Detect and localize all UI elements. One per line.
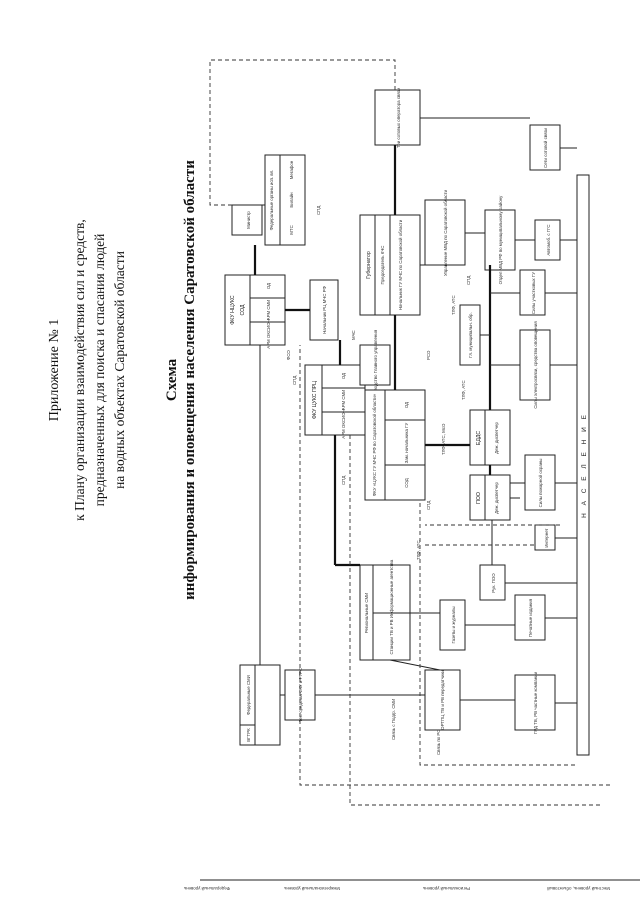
- bilain-label: Билайн: [289, 192, 294, 208]
- sod2-label: СОД: [404, 478, 409, 487]
- tv-stations-label: Станции ТВ и РВ: [389, 619, 394, 654]
- line-label-radio: Связь по РС: [436, 730, 441, 755]
- news-agencies-label: Информационные агентства: [389, 559, 394, 618]
- scheme-title: Схема: [164, 358, 180, 401]
- vgtrk-label: ВГТРК: [246, 728, 251, 742]
- dep-gu-label: Зам. начальника ГУ: [404, 422, 409, 463]
- line-label-spd2: СПД: [292, 376, 297, 385]
- tech-means-label: Тех. средства ФКУ в РТРС: [298, 668, 303, 722]
- reg-media-label: Региональные СМИ: [364, 593, 369, 634]
- line-label-mchs: МЧС: [351, 330, 356, 340]
- arm-smi-label: АРМ СМИ: [266, 300, 271, 321]
- line-label-tlf-ats-mso: ТЛФ, АТС, МсО: [441, 423, 446, 455]
- poo-label: ПОО: [476, 492, 482, 504]
- gu-leadership-label: Руководство Главного управления: [373, 329, 378, 400]
- arm-smi2-label: АРМ СМИ: [341, 390, 346, 411]
- fed-services-label: Федеральные органы исп. вл.: [269, 170, 274, 231]
- fed-smi-label: Федеральные СМИ: [246, 675, 251, 715]
- level-regional: Региональный уровень: [422, 886, 470, 891]
- appendix-line-2: предназначенных для поиска и спасания лю…: [92, 234, 107, 507]
- appendix-number: Приложение № 1: [47, 319, 62, 422]
- fku-ncums-label: ФКУ НЦУКС: [230, 295, 236, 325]
- line-label-tlf3: ТЛФ, АТС: [461, 380, 466, 400]
- line-label-spd4: СПД: [341, 476, 346, 485]
- level-interregional: Межрегиональный уровень: [283, 886, 340, 891]
- population-bar: [576, 174, 590, 756]
- od-top-label: ОД: [266, 283, 271, 289]
- mvd-otdel-label: Отдел МВД РФ по муниципальному району: [498, 195, 503, 284]
- scheme-subtitle: информирования и оповещения населения Са…: [182, 160, 198, 600]
- fed-services-box: [264, 154, 306, 246]
- diagram: Местный уровень, объектовый Региональный…: [183, 59, 640, 891]
- line-label-spd-r: СПД: [466, 276, 471, 285]
- poo-head-label: Рук. ПОО: [491, 573, 496, 593]
- fku-cuks-gu-label: ФКУ «ЦУКС ГУ МЧС РФ по Саратовской облас…: [372, 393, 377, 496]
- level-municipal: Местный уровень, объектовый: [547, 886, 610, 891]
- mun-head-label: Гл. муниципальн. обр.: [468, 312, 473, 357]
- megafon-label: Мегафон: [289, 160, 294, 179]
- edds-label: ЕДДС: [476, 431, 482, 445]
- line-label-spd3: СПД: [426, 501, 431, 510]
- line-label-rso: РСО: [426, 350, 431, 360]
- fire-forces-label: Силы пожарной охраны: [538, 459, 543, 508]
- print-label: Печатные издания: [528, 598, 533, 637]
- kchs-chair-label: Председатель КЧС: [380, 246, 385, 285]
- arm-oksion2-label: АРМ ОКСИОН: [341, 409, 346, 439]
- connections: [209, 59, 610, 806]
- orttc-label: ОРТПЦ ТВ и РВ передатчики: [440, 670, 445, 730]
- rc-chief-label: Начальник РЦ МЧС РФ: [322, 286, 327, 334]
- governor-label: Губернатор: [366, 251, 372, 279]
- line-label-spd1: СПД: [316, 206, 321, 215]
- poo-dispatcher-label: Деж. диспетчер: [494, 482, 499, 514]
- newspapers-label: Газеты и журналы: [451, 607, 456, 644]
- edds-dispatcher-label: Деж. диспетчер: [494, 422, 499, 454]
- level-federal: Федеральный уровень: [183, 886, 230, 891]
- cell-operators-label: Три сотовых оператора связи: [396, 87, 401, 148]
- appendix-line-3: на водных объектах Саратовской области: [112, 251, 127, 489]
- mts-label: МТС: [289, 225, 294, 235]
- sod-top-label: СОД: [240, 304, 246, 316]
- gpd-label: ГРД ТВ, РВ частные компании: [533, 671, 538, 734]
- od-rc-label: ОД: [341, 373, 346, 379]
- cell-networks-label: Сети сотовой связи: [543, 128, 548, 168]
- auto-ggs-label: Автомоб. с ГГС: [546, 224, 551, 255]
- mvd-upr-label: Управление МВД по Саратовской области: [443, 189, 448, 276]
- gu-chief-label: Начальник ГУ МЧС по Саратовской области: [398, 219, 403, 310]
- gu-leadership-box: [359, 344, 391, 386]
- minister-label: Министр: [246, 211, 251, 229]
- precinct-forces-label: Силы участковых ГУ: [531, 272, 536, 314]
- arm-oksion-label: АРМ ОКСИОН: [266, 319, 271, 349]
- population-label: Н А С Е Л Е Н И Е: [581, 412, 588, 518]
- telecom-forces-label: Силы электросвязи, средства оповещения: [533, 321, 538, 409]
- line-label-fso: ФСО: [286, 350, 291, 360]
- internet-label: Интернет: [544, 528, 549, 547]
- line-label-tlf2: ТЛФ, АТС: [416, 540, 421, 560]
- line-label-tlf: ТЛФ, АТС: [451, 295, 456, 315]
- appendix-line-1: к Плану организации взаимодействия сил и…: [72, 219, 87, 521]
- fku-cuks-prc-label: ФКУ ЦУКС ПРЦ: [312, 381, 318, 419]
- od2-label: ОД: [404, 402, 409, 408]
- line-label-svyaz: Связь с Подгр. СМИ: [391, 699, 396, 740]
